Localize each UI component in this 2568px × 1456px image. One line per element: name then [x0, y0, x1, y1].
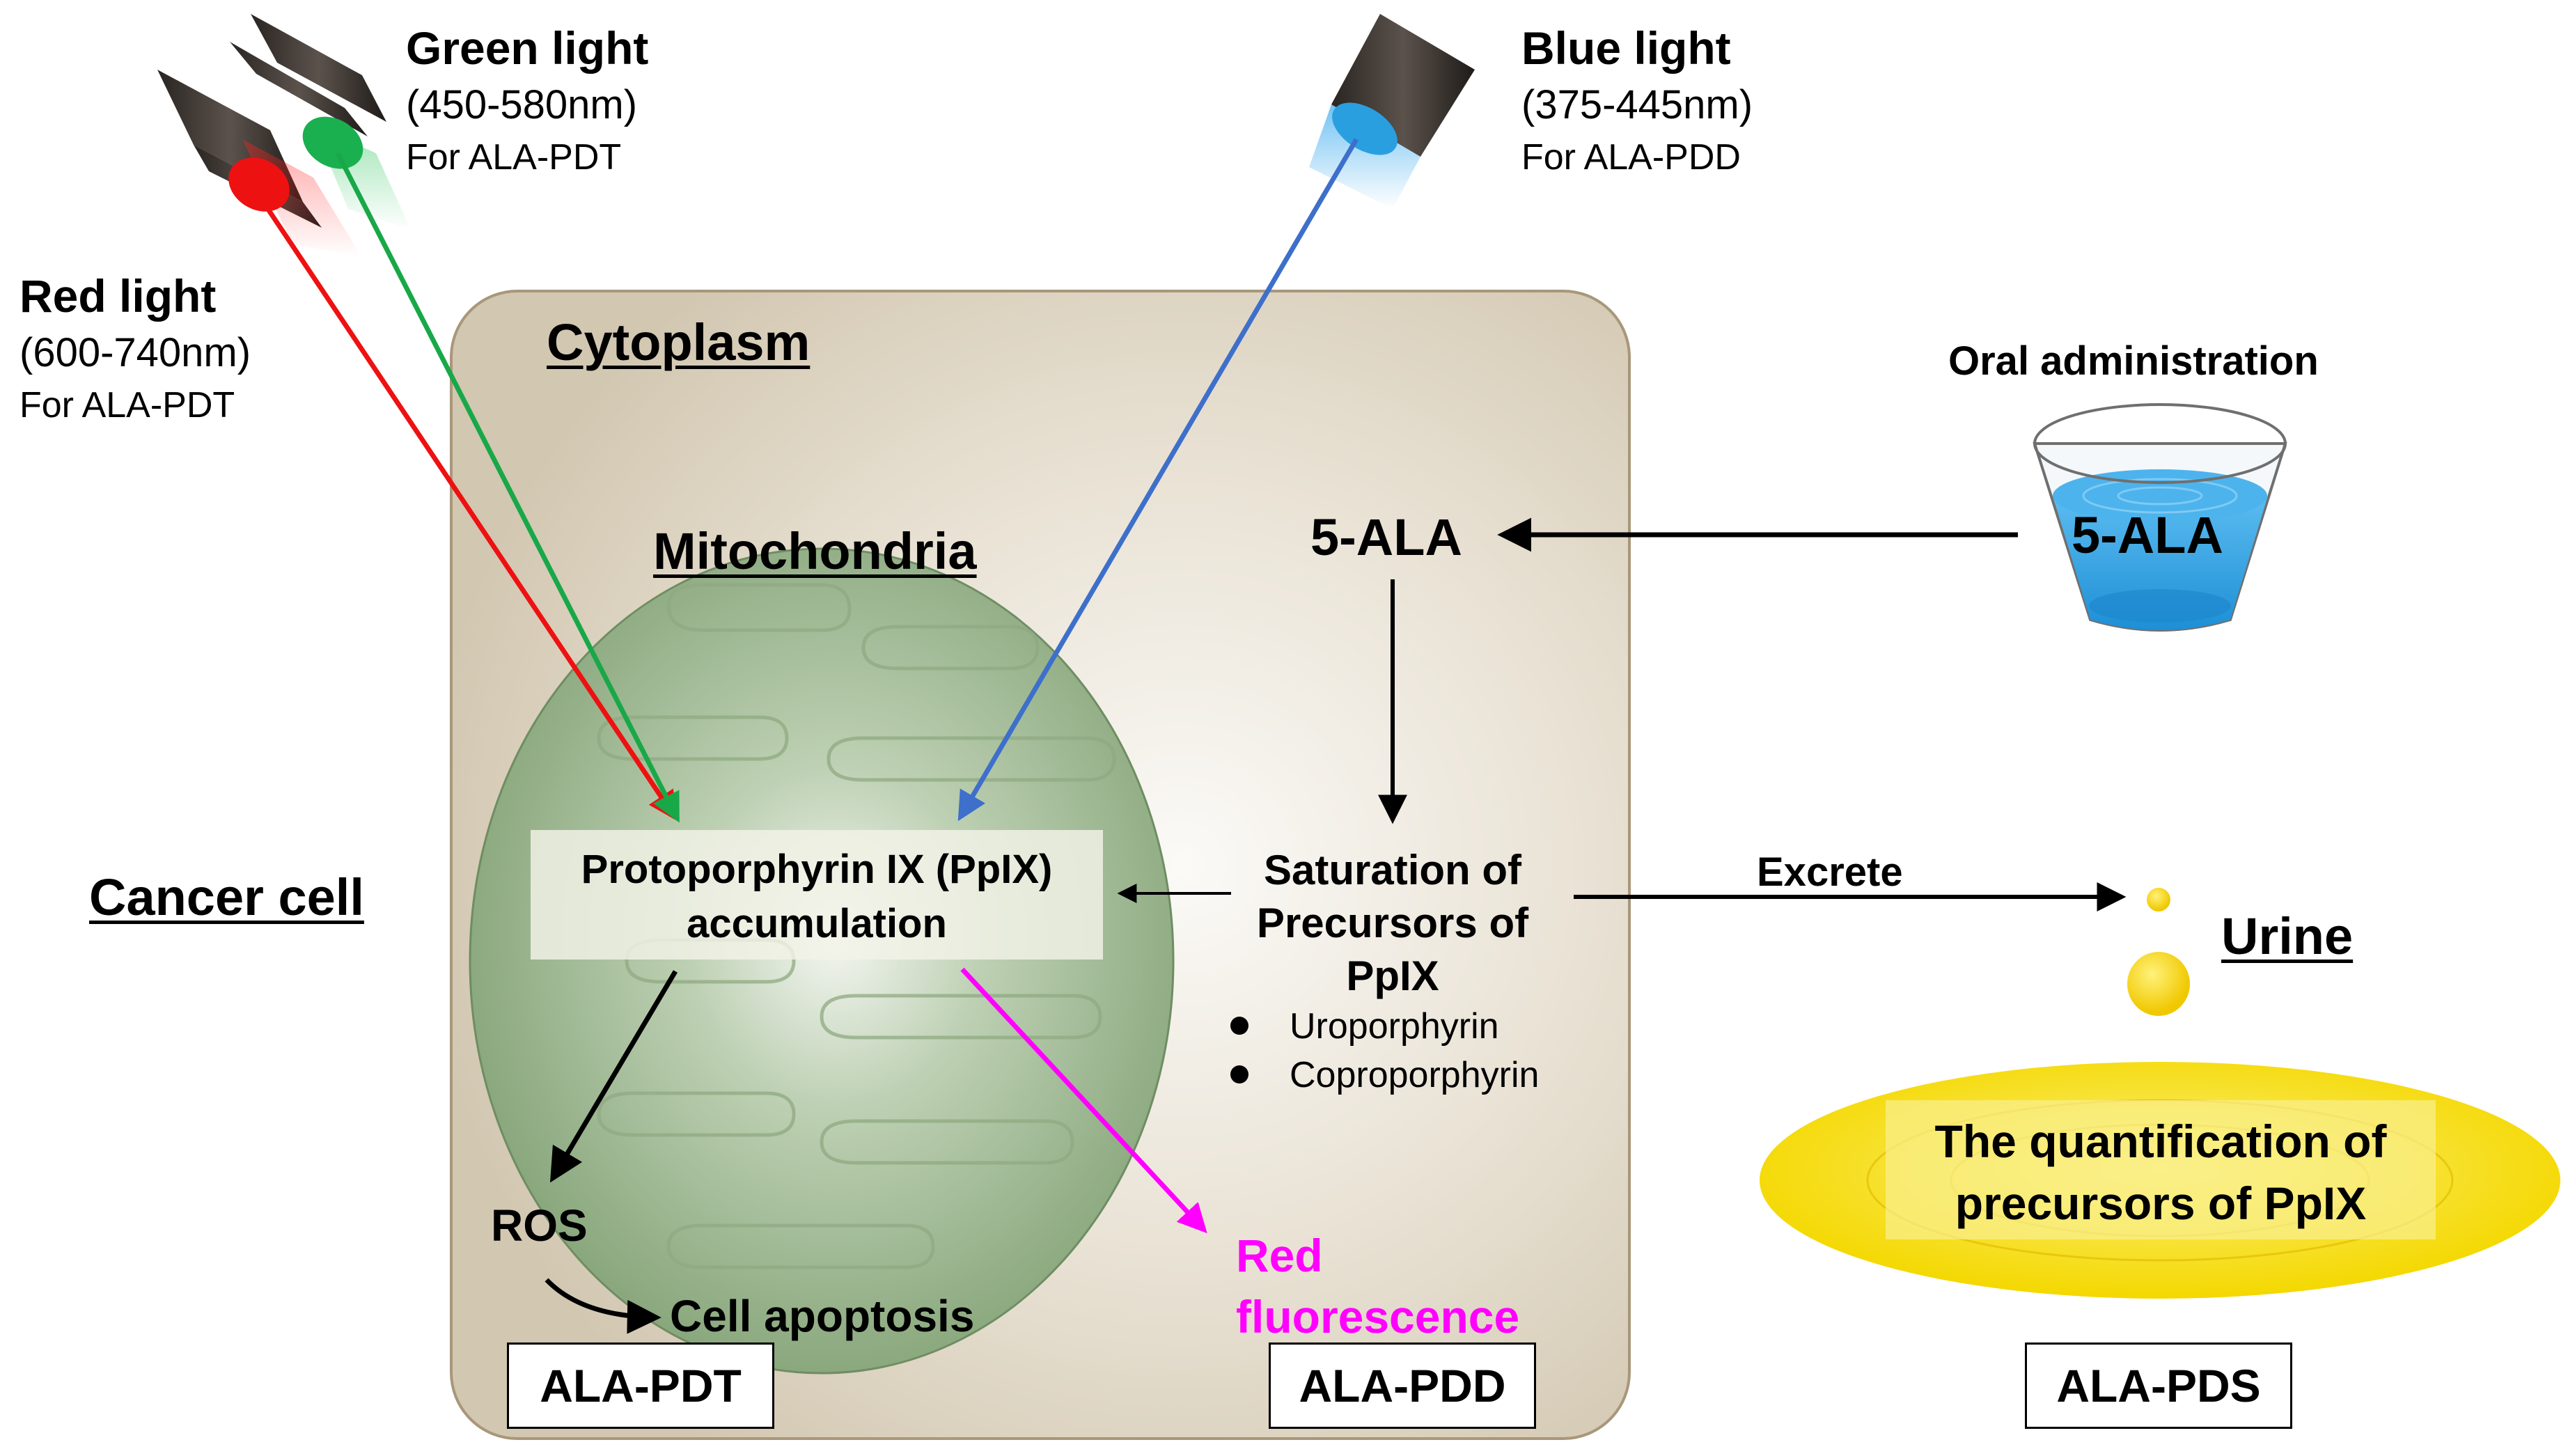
pplx-label-line1: Protoporphyrin IX (PpIX)	[581, 847, 1053, 892]
blue-light-probe	[1309, 14, 1475, 209]
quantification-line2: precursors of PpIX	[1955, 1177, 2367, 1229]
green-light-range: (450-580nm)	[406, 82, 638, 127]
cup-ala-label: 5-ALA	[2072, 506, 2223, 564]
precursor-uroporphyrin: Uroporphyrin	[1290, 1006, 1499, 1047]
red-light-range: (600-740nm)	[19, 330, 251, 375]
green-light-use: For ALA-PDT	[406, 137, 622, 178]
quantification-line1: The quantification of	[1934, 1116, 2387, 1167]
ala-pdt-box: ALA-PDT	[507, 1343, 774, 1429]
ros-label: ROS	[491, 1200, 588, 1251]
bullet-coproporphyrin	[1230, 1065, 1248, 1083]
ala-pdd-box: ALA-PDD	[1269, 1343, 1536, 1429]
saturation-line2: Precursors of	[1256, 900, 1529, 946]
red-light-probe	[157, 70, 362, 258]
bullet-uroporphyrin	[1230, 1017, 1248, 1035]
blue-light-title: Blue light	[1521, 22, 1731, 74]
excrete-label: Excrete	[1757, 850, 1903, 895]
five-ala-label: 5-ALA	[1310, 508, 1462, 566]
urine-plate	[1760, 1062, 2560, 1299]
green-light-title: Green light	[406, 22, 649, 74]
green-light-probe	[230, 14, 411, 230]
saturation-line3: PpIX	[1346, 953, 1439, 999]
cytoplasm-label: Cytoplasm	[547, 313, 811, 371]
green-light-beam	[335, 152, 680, 823]
urine-drop-small	[2147, 888, 2170, 911]
red-fluorescence-line1: Red	[1236, 1230, 1323, 1281]
pplx-label-line2: accumulation	[687, 901, 947, 946]
apoptosis-label: Cell apoptosis	[670, 1291, 975, 1341]
urine-drop-large	[2127, 952, 2190, 1016]
saturation-line1: Saturation of	[1264, 847, 1521, 893]
oral-administration-label: Oral administration	[1948, 338, 2319, 384]
blue-light-use: For ALA-PDD	[1521, 137, 1741, 178]
mitochondria-label: Mitochondria	[653, 522, 977, 580]
red-fluorescence-line2: fluorescence	[1236, 1291, 1520, 1343]
pplx-to-ros-arrow	[550, 970, 678, 1183]
blue-light-range: (375-445nm)	[1521, 82, 1753, 127]
cup-icon	[2033, 403, 2287, 632]
precursor-coproporphyrin: Coproporphyrin	[1290, 1055, 1540, 1095]
blue-light-beam	[957, 138, 1359, 822]
red-light-use: For ALA-PDT	[19, 385, 235, 425]
red-light-beam	[261, 201, 678, 821]
ros-to-apoptosis-arrow	[545, 1278, 661, 1334]
cancer-cell-label: Cancer cell	[89, 868, 364, 926]
red-light-title: Red light	[19, 270, 217, 322]
ala-pds-box: ALA-PDS	[2025, 1343, 2292, 1429]
pplx-box	[531, 830, 1103, 960]
pplx-to-fluorescence-arrow	[960, 967, 1207, 1234]
urine-label: Urine	[2221, 907, 2354, 965]
